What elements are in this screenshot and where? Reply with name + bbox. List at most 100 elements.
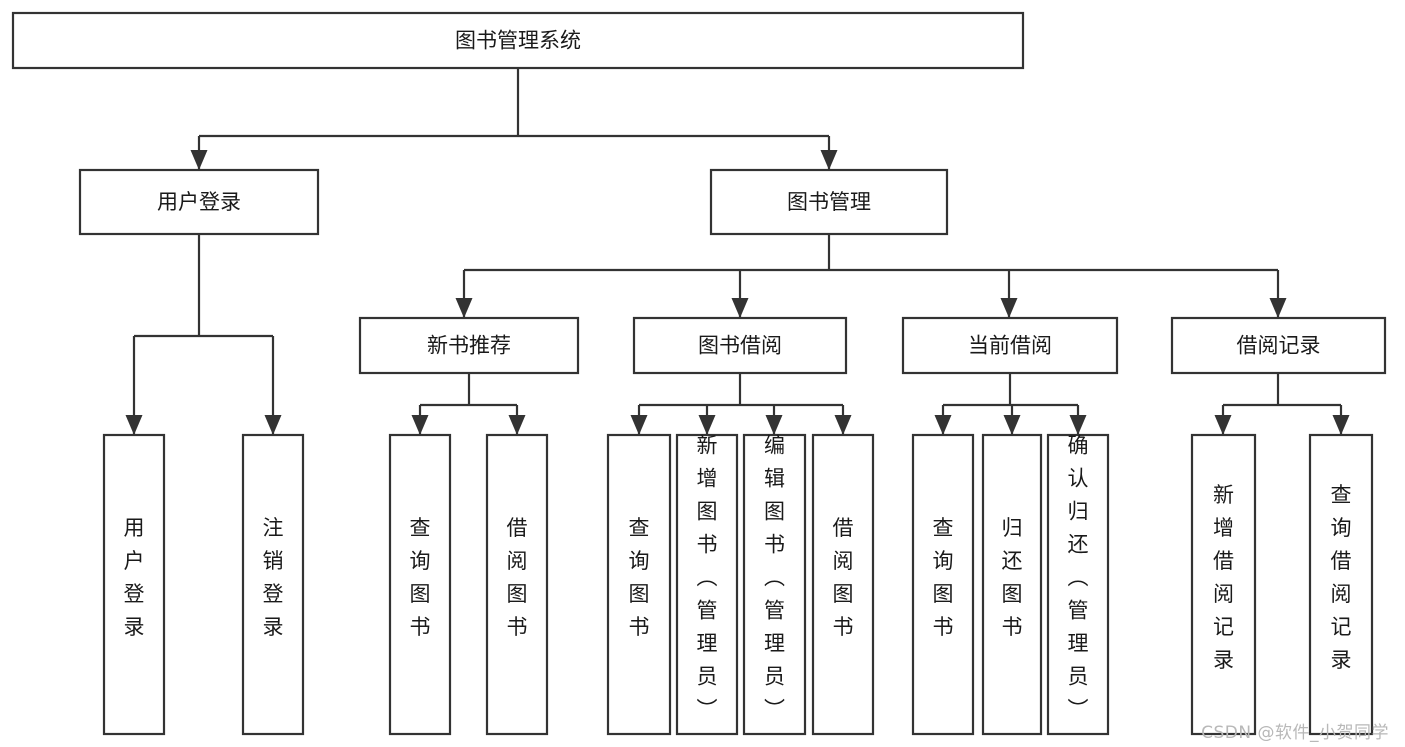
node-label-char: ︵ xyxy=(1068,566,1089,590)
arrow-head-icon xyxy=(630,415,648,435)
arrow-head-icon xyxy=(411,415,429,435)
node-label-char: 阅 xyxy=(1331,582,1352,606)
node-box[interactable] xyxy=(358,316,580,375)
node-label-char: 认 xyxy=(1068,467,1089,491)
node-label-char: 管 xyxy=(764,599,785,623)
node-leaf-add-record[interactable]: 新增借阅记录 xyxy=(1190,433,1257,736)
node-label: 借阅图书 xyxy=(833,516,854,639)
edge-group-new-book-rec-children xyxy=(411,373,526,435)
node-label-char: 登 xyxy=(124,582,145,606)
node-layer: 图书管理系统用户登录图书管理新书推荐图书借阅当前借阅借阅记录用户登录注销登录查询… xyxy=(11,11,1387,736)
node-label-char: 理 xyxy=(1068,632,1089,656)
node-root[interactable]: 图书管理系统 xyxy=(11,11,1025,70)
node-label-char: 图 xyxy=(933,582,954,606)
node-leaf-logout[interactable]: 注销登录 xyxy=(241,433,305,736)
node-box[interactable] xyxy=(241,433,305,736)
node-label-char: 查 xyxy=(1331,483,1352,507)
node-leaf-borrow-book-2[interactable]: 借阅图书 xyxy=(811,433,875,736)
node-label: 新增图书︵管理员︶ xyxy=(697,434,718,722)
node-label: 借阅图书 xyxy=(507,516,528,639)
node-box[interactable] xyxy=(632,316,848,375)
node-label-char: 图 xyxy=(410,582,431,606)
node-label-char: ︶ xyxy=(1068,698,1089,722)
node-borrow-record[interactable]: 借阅记录 xyxy=(1170,316,1387,375)
node-leaf-return-book[interactable]: 归还图书 xyxy=(981,433,1043,736)
node-leaf-borrow-book-1[interactable]: 借阅图书 xyxy=(485,433,549,736)
node-label-char: 录 xyxy=(1331,648,1352,672)
node-label-char: 新 xyxy=(697,434,718,458)
node-current-borrow[interactable]: 当前借阅 xyxy=(901,316,1119,375)
node-label-char: 归 xyxy=(1068,500,1089,524)
arrow-head-icon xyxy=(1069,415,1087,435)
node-box[interactable] xyxy=(981,433,1043,736)
node-label-char: 辑 xyxy=(764,467,785,491)
node-label: 新书推荐 xyxy=(427,334,511,358)
connector-layer xyxy=(125,68,1350,435)
arrow-head-icon xyxy=(190,150,208,170)
node-box[interactable] xyxy=(742,433,807,736)
node-leaf-query-book-2[interactable]: 查询图书 xyxy=(606,433,672,736)
edge-group-current-borrow-children xyxy=(934,373,1087,435)
node-label-char: 查 xyxy=(933,516,954,540)
node-box[interactable] xyxy=(1046,433,1110,736)
node-label-char: 借 xyxy=(507,516,528,540)
edge-group-user-login-children xyxy=(125,234,282,435)
arrow-head-icon xyxy=(125,415,143,435)
node-box[interactable] xyxy=(675,433,739,736)
node-label-char: 询 xyxy=(629,549,650,573)
node-label-char: 阅 xyxy=(507,549,528,573)
node-leaf-confirm-return[interactable]: 确认归还︵管理员︶ xyxy=(1046,433,1110,736)
node-label-char: 增 xyxy=(1213,516,1234,540)
node-box[interactable] xyxy=(485,433,549,736)
node-label-char: 管 xyxy=(697,599,718,623)
node-leaf-user-login[interactable]: 用户登录 xyxy=(102,433,166,736)
node-box[interactable] xyxy=(1308,433,1374,736)
arrow-head-icon xyxy=(264,415,282,435)
node-label-char: ︵ xyxy=(764,566,785,590)
node-label-char: 还 xyxy=(1068,533,1089,557)
node-box[interactable] xyxy=(911,433,975,736)
node-box[interactable] xyxy=(11,11,1025,70)
node-leaf-edit-book[interactable]: 编辑图书︵管理员︶ xyxy=(742,433,807,736)
node-label-char: 书 xyxy=(764,533,785,557)
node-user-login[interactable]: 用户登录 xyxy=(78,168,320,236)
arrow-head-icon xyxy=(820,150,838,170)
node-box[interactable] xyxy=(1170,316,1387,375)
node-leaf-query-record[interactable]: 查询借阅记录 xyxy=(1308,433,1374,736)
node-label-char: 图 xyxy=(833,582,854,606)
arrow-head-icon xyxy=(834,415,852,435)
node-box[interactable] xyxy=(606,433,672,736)
node-label-char: 书 xyxy=(933,615,954,639)
node-box[interactable] xyxy=(811,433,875,736)
node-book-manage[interactable]: 图书管理 xyxy=(709,168,949,236)
node-label-char: 户 xyxy=(124,549,145,573)
node-label-char: 书 xyxy=(629,615,650,639)
node-label-char: 确 xyxy=(1068,434,1089,458)
node-box[interactable] xyxy=(78,168,320,236)
node-box[interactable] xyxy=(102,433,166,736)
node-label-char: 书 xyxy=(697,533,718,557)
node-label-char: 询 xyxy=(1331,516,1352,540)
node-label-char: 查 xyxy=(410,516,431,540)
node-book-borrow[interactable]: 图书借阅 xyxy=(632,316,848,375)
node-box[interactable] xyxy=(709,168,949,236)
node-leaf-query-book-1[interactable]: 查询图书 xyxy=(388,433,452,736)
node-box[interactable] xyxy=(1190,433,1257,736)
edge-group-borrow-record-children xyxy=(1214,373,1350,435)
node-label-char: 借 xyxy=(1213,549,1234,573)
node-label-char: ︵ xyxy=(697,566,718,590)
node-label: 图书管理 xyxy=(787,190,871,214)
node-label-char: 新 xyxy=(1213,483,1234,507)
node-box[interactable] xyxy=(388,433,452,736)
node-label-char: 书 xyxy=(507,615,528,639)
node-label-char: 图 xyxy=(629,582,650,606)
node-label: 查询图书 xyxy=(410,516,431,639)
node-leaf-add-book[interactable]: 新增图书︵管理员︶ xyxy=(675,433,739,736)
arrow-head-icon xyxy=(934,415,952,435)
node-box[interactable] xyxy=(901,316,1119,375)
node-leaf-query-book-3[interactable]: 查询图书 xyxy=(911,433,975,736)
node-label-char: 录 xyxy=(124,615,145,639)
node-new-book-rec[interactable]: 新书推荐 xyxy=(358,316,580,375)
